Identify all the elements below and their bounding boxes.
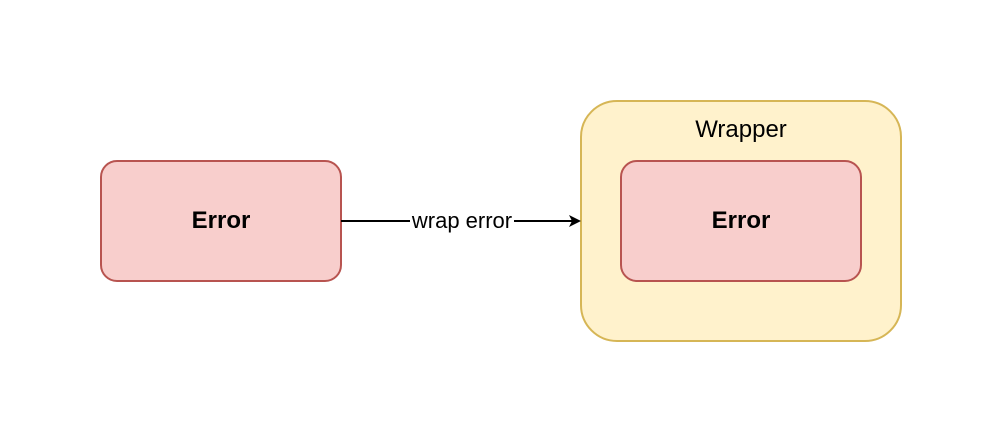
wrapped-error-box[interactable]	[620, 160, 862, 282]
source-error-box[interactable]	[100, 160, 342, 282]
wrap-error-label: wrap error	[410, 208, 514, 233]
